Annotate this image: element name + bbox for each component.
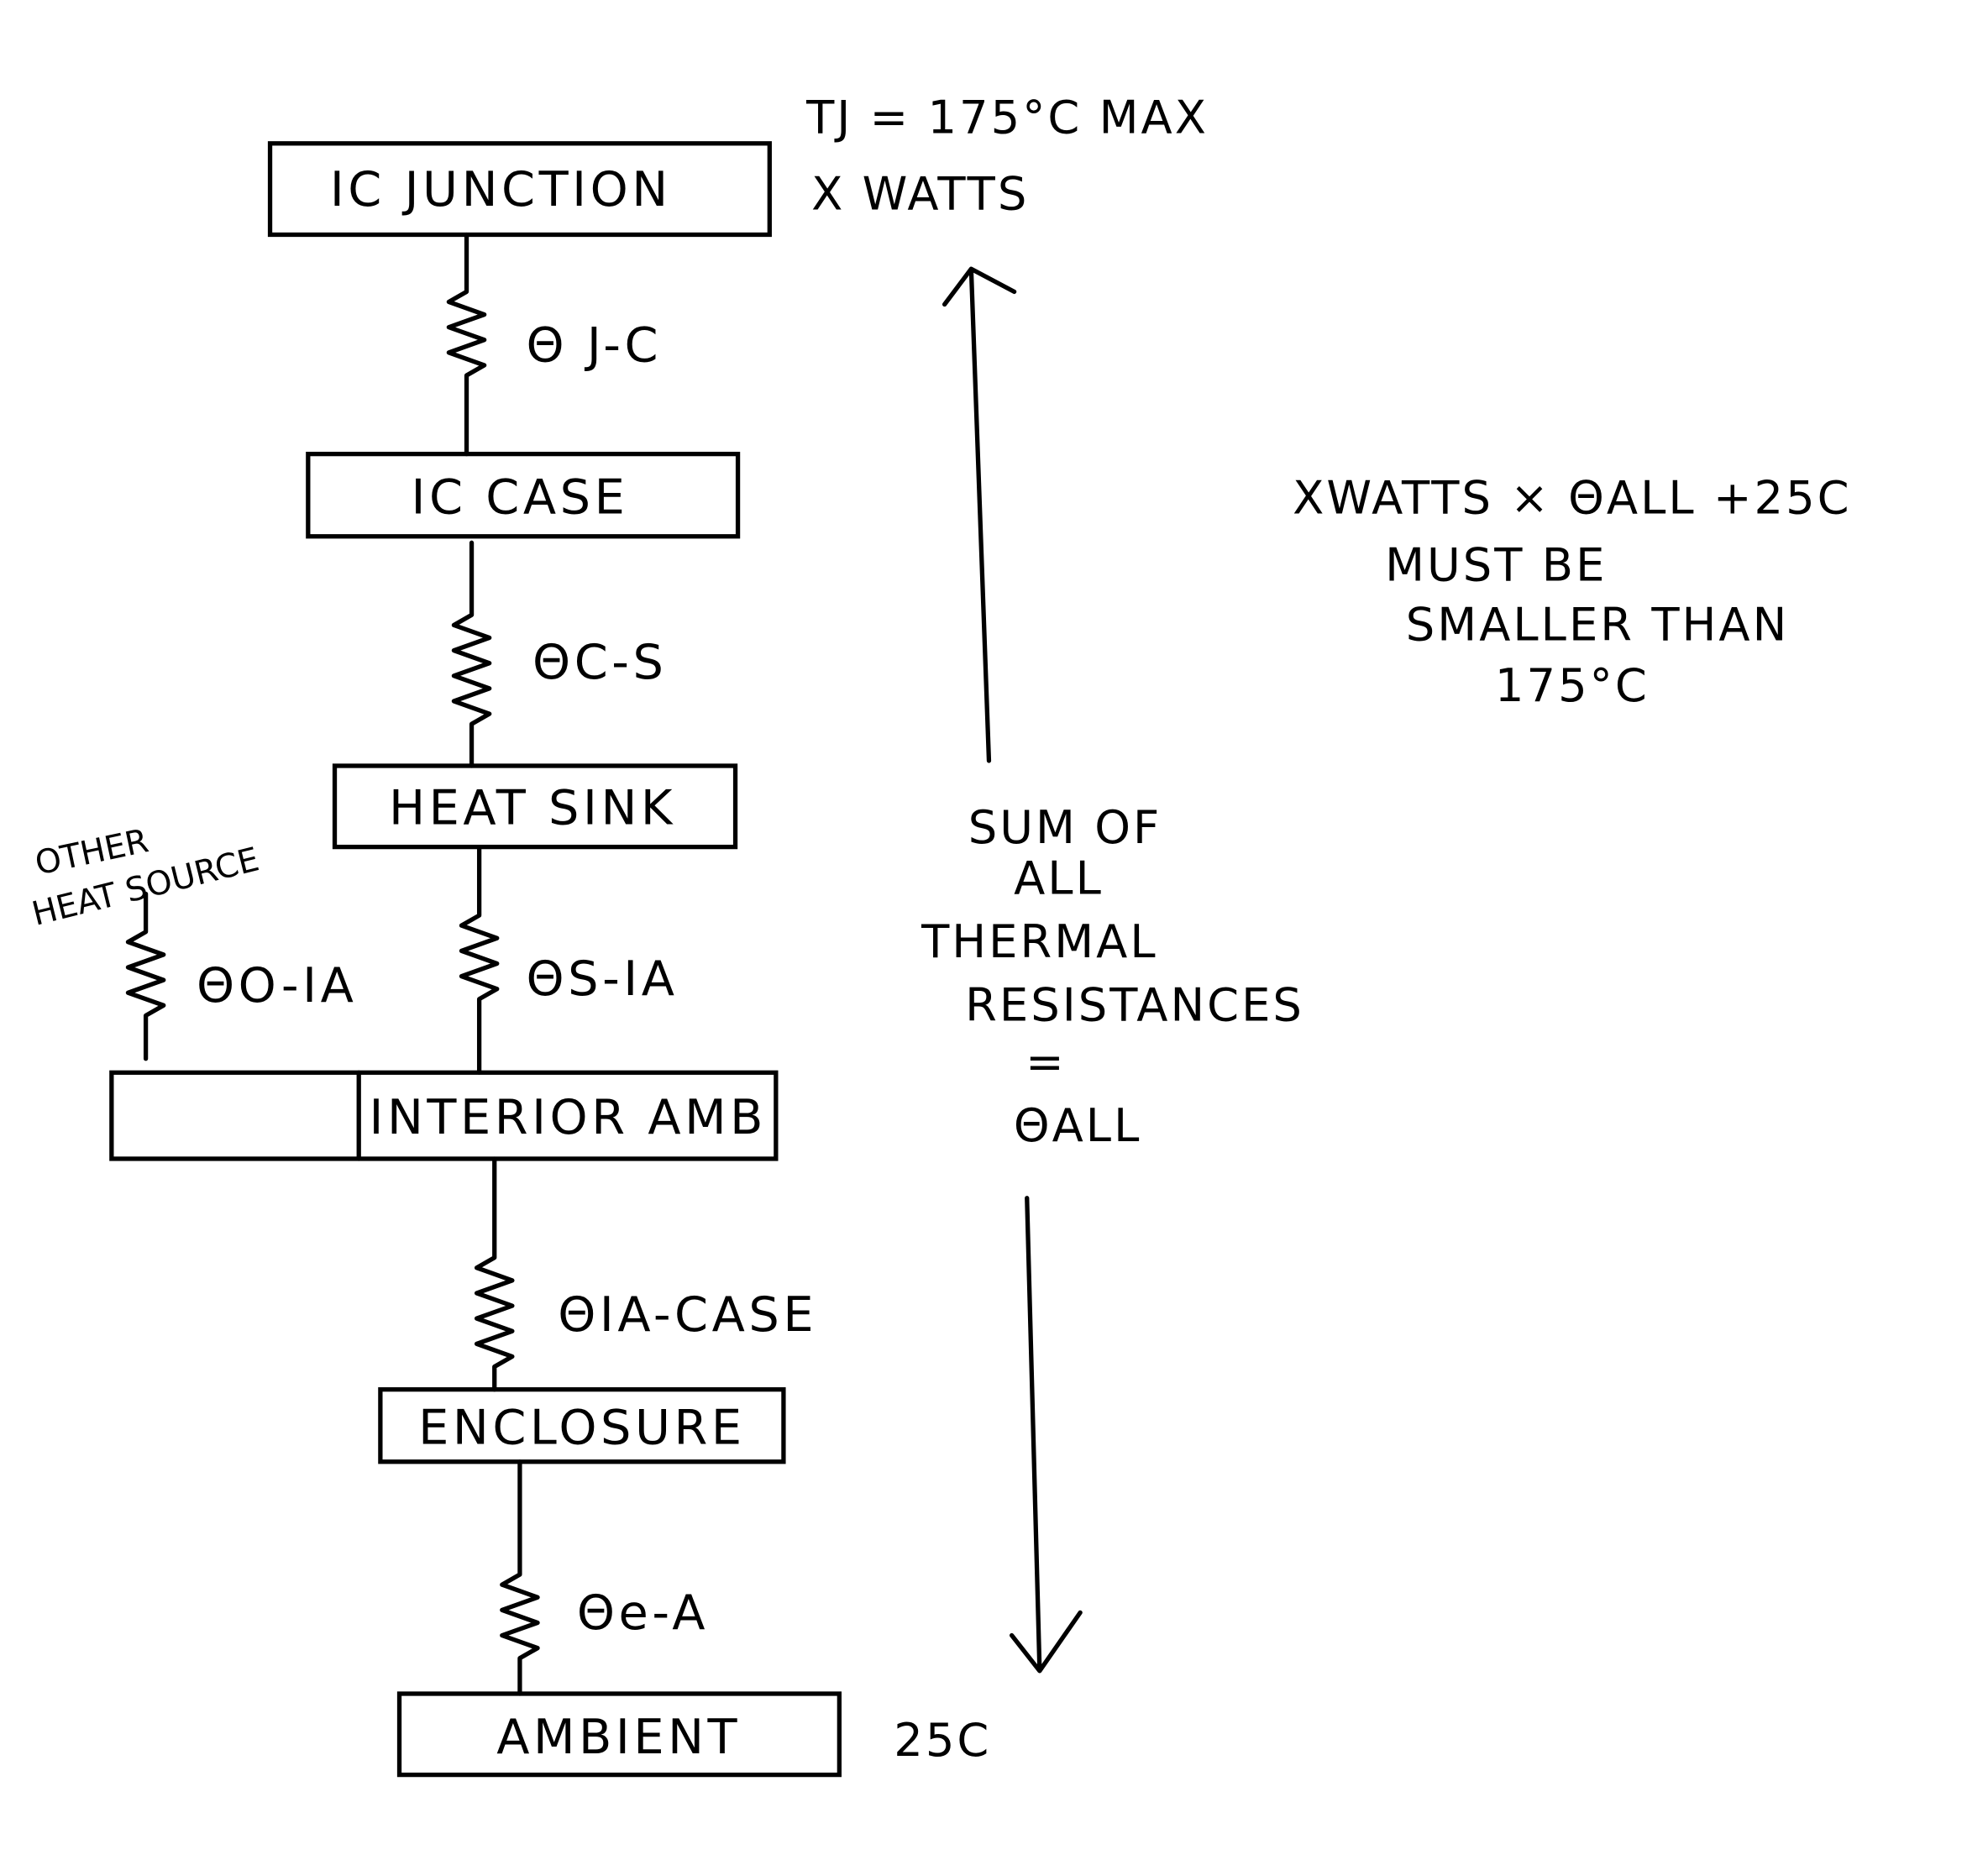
svg-text:ALL: ALL bbox=[1014, 851, 1104, 904]
node-ambient: AMBIENT bbox=[396, 1691, 842, 1778]
svg-text:SUM OF: SUM OF bbox=[968, 801, 1162, 854]
svg-text:Θ J-C: Θ J-C bbox=[526, 317, 662, 373]
node-heat-sink: HEAT SINK bbox=[332, 763, 738, 850]
resistor-j-c: Θ J-C bbox=[446, 232, 662, 457]
resistor-c-s: ΘC-S bbox=[451, 540, 667, 768]
svg-text:ΘO-IA: ΘO-IA bbox=[197, 957, 357, 1014]
svg-text:IC CASE: IC CASE bbox=[412, 469, 629, 526]
svg-text:ΘC-S: ΘC-S bbox=[532, 634, 667, 690]
resistor-o-ia: ΘO-IA bbox=[125, 891, 357, 1061]
svg-text:ΘS-IA: ΘS-IA bbox=[526, 951, 678, 1007]
resistor-ia-case: ΘIA-CASE bbox=[474, 1156, 817, 1392]
formula-note: XWATTS × ΘALL +25C MUST BE SMALLER THAN … bbox=[1293, 472, 1852, 712]
node-enclosure: ENCLOSURE bbox=[378, 1387, 786, 1464]
svg-text:Θe-A: Θe-A bbox=[577, 1585, 709, 1641]
svg-text:ENCLOSURE: ENCLOSURE bbox=[418, 1400, 746, 1456]
svg-text:MUST BE: MUST BE bbox=[1385, 539, 1607, 592]
svg-text:ΘALL: ΘALL bbox=[1014, 1099, 1142, 1152]
node-ic-junction: IC JUNCTION bbox=[267, 141, 772, 238]
svg-text:AMBIENT: AMBIENT bbox=[496, 1709, 741, 1765]
ambient-temp-label: 25C bbox=[894, 1714, 991, 1767]
svg-text:INTERIOR AMB: INTERIOR AMB bbox=[370, 1089, 768, 1145]
svg-text:HEAT SINK: HEAT SINK bbox=[389, 779, 676, 836]
node-interior-ambient: INTERIOR AMB bbox=[109, 1070, 779, 1161]
arrow-down bbox=[1009, 1196, 1083, 1674]
svg-text:ΘIA-CASE: ΘIA-CASE bbox=[558, 1286, 817, 1343]
node-ic-case: IC CASE bbox=[306, 451, 741, 539]
svg-text:RESISTANCES: RESISTANCES bbox=[965, 978, 1304, 1031]
resistor-e-a: Θe-A bbox=[500, 1459, 709, 1696]
svg-text:SMALLER THAN: SMALLER THAN bbox=[1406, 599, 1789, 652]
svg-text:175°C: 175°C bbox=[1495, 659, 1650, 712]
sum-of-resistances-note: SUM OF ALL THERMAL RESISTANCES = ΘALL bbox=[921, 801, 1304, 1152]
junction-temp-label: TJ = 175°C MAX bbox=[805, 92, 1209, 144]
arrow-up bbox=[942, 266, 1017, 763]
svg-text:=: = bbox=[1025, 1035, 1067, 1088]
power-label: X WATTS bbox=[811, 167, 1029, 220]
svg-text:IC JUNCTION: IC JUNCTION bbox=[330, 161, 672, 217]
resistor-s-ia: ΘS-IA bbox=[459, 844, 678, 1075]
svg-text:THERMAL: THERMAL bbox=[921, 915, 1158, 968]
svg-text:XWATTS × ΘALL +25C: XWATTS × ΘALL +25C bbox=[1293, 472, 1852, 525]
